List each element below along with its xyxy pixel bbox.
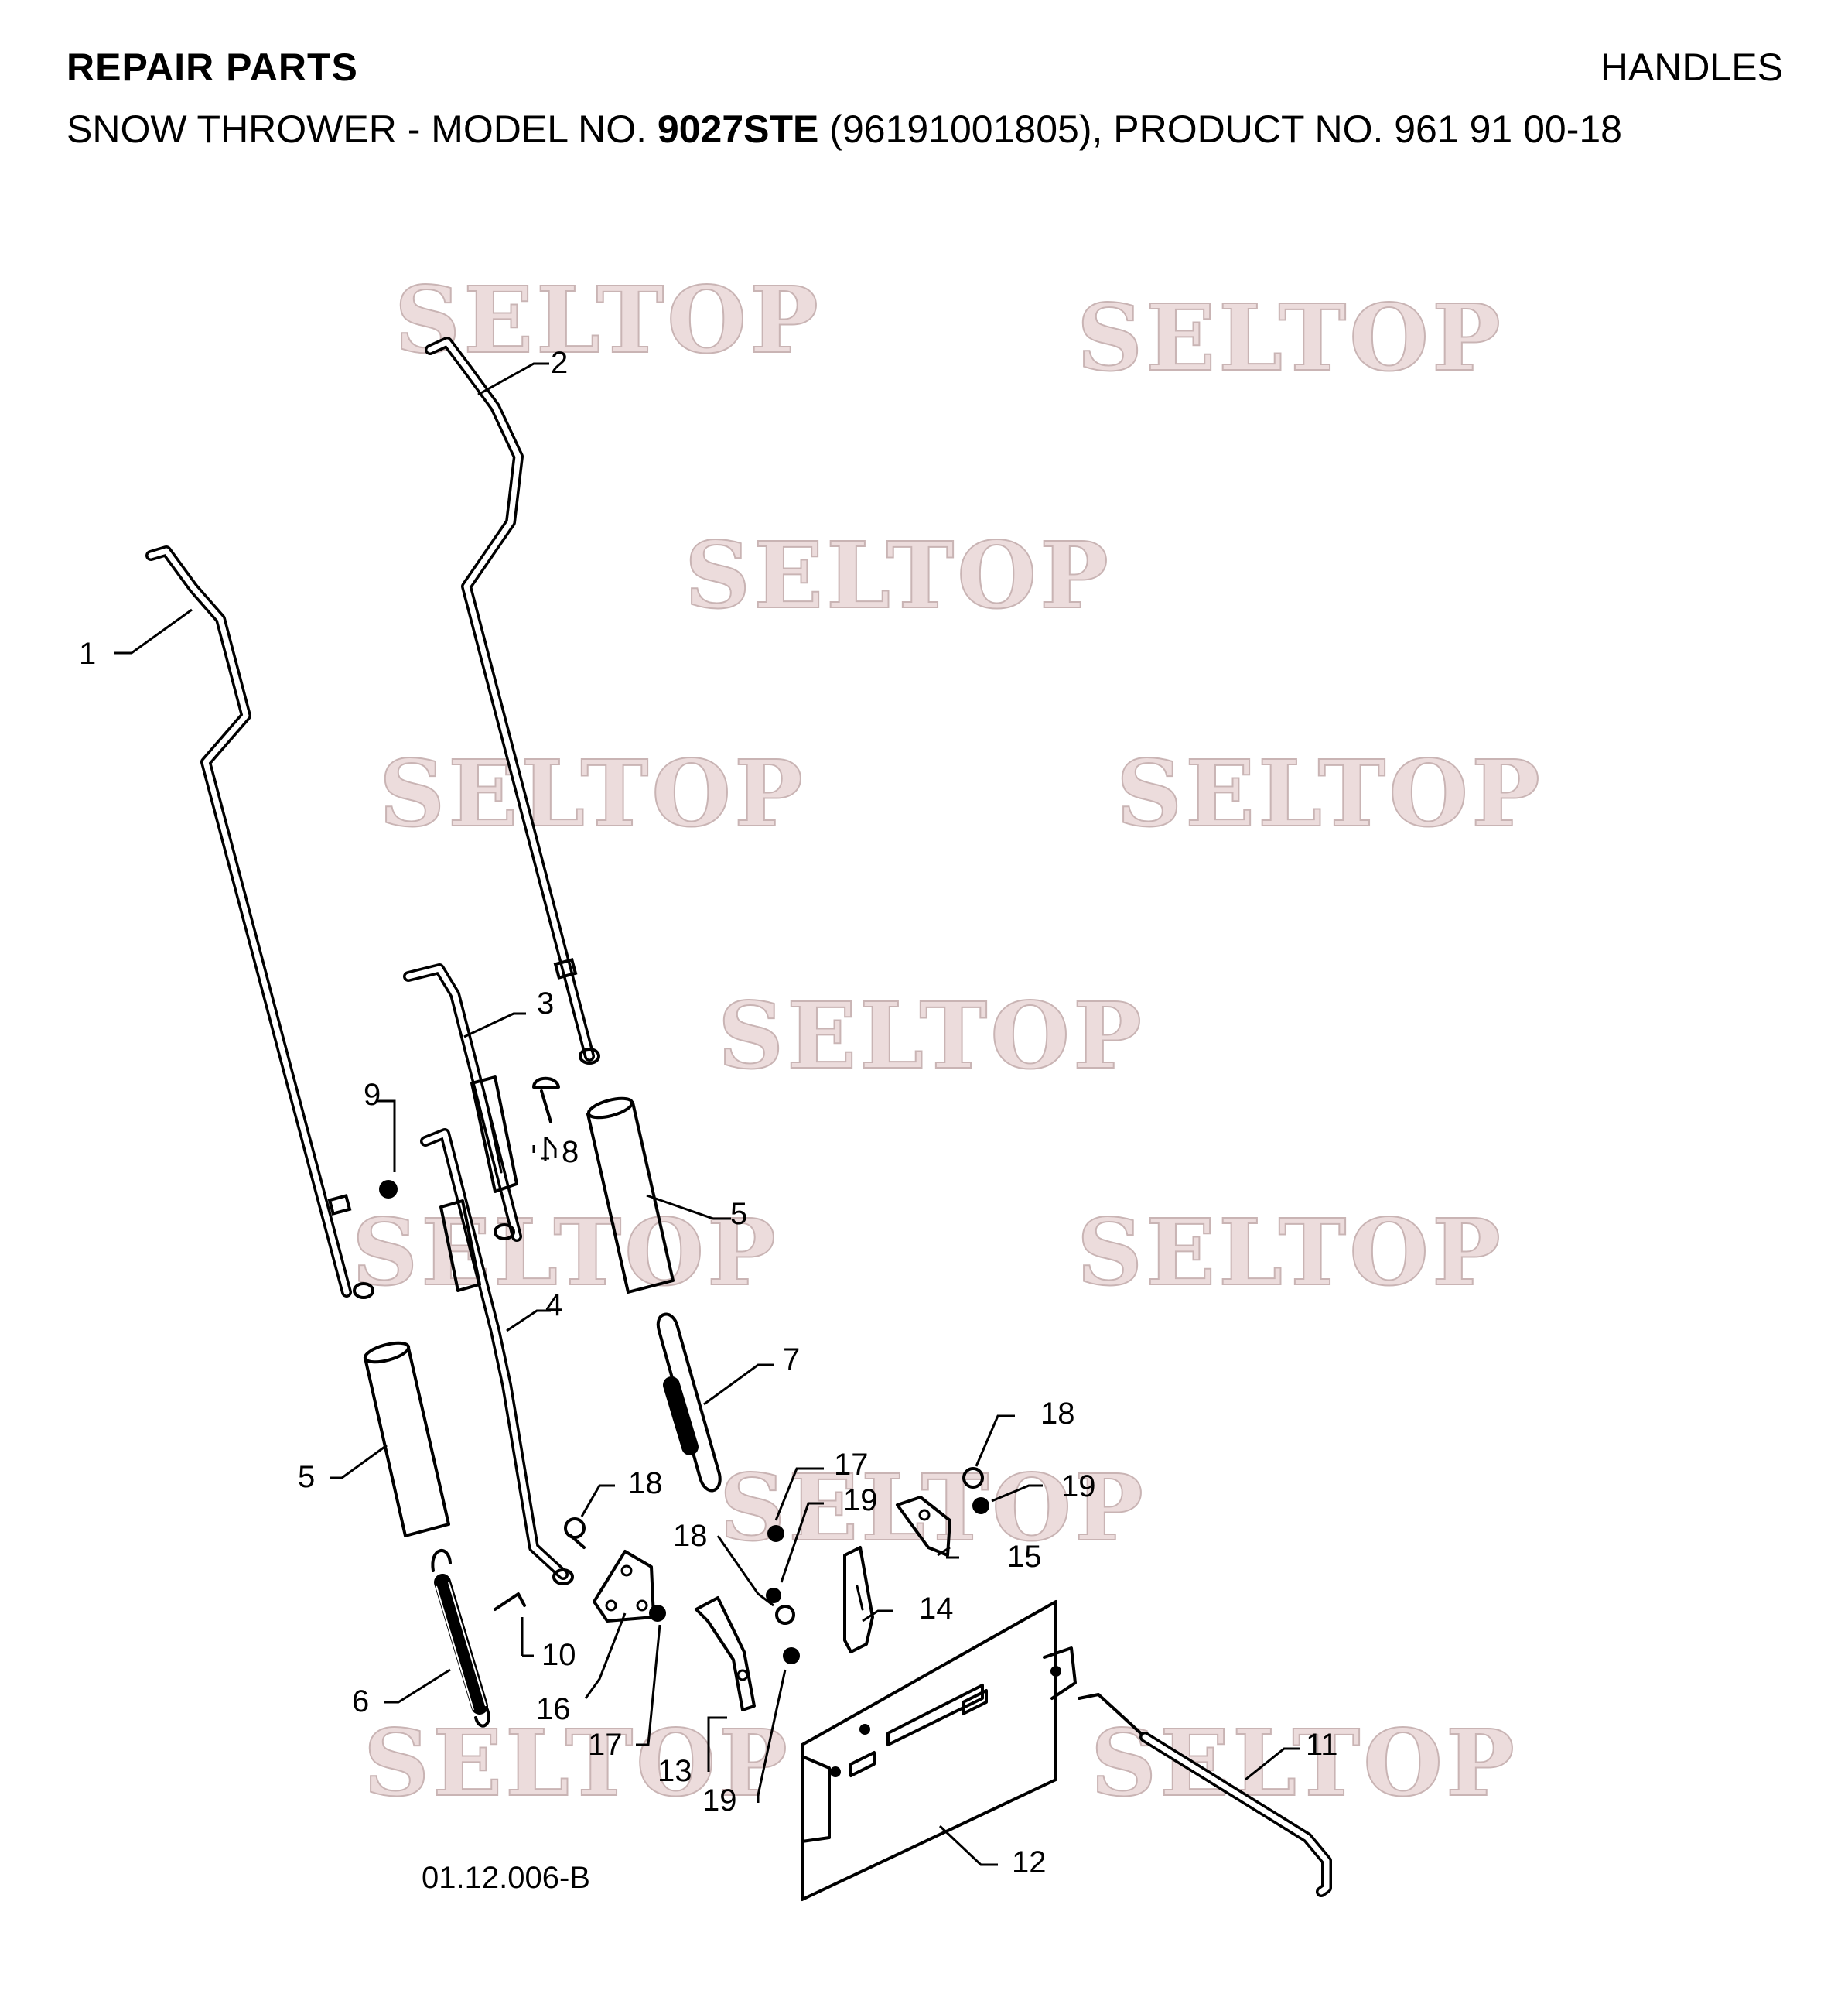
callout-19-upper: 19 xyxy=(843,1483,878,1517)
callout-9: 9 xyxy=(364,1078,381,1112)
watermark: SELTOP xyxy=(719,1454,1146,1561)
model-number: 9027STE xyxy=(657,108,819,151)
part-5-grip-upper xyxy=(586,1096,675,1294)
callout-7: 7 xyxy=(783,1342,800,1376)
watermark: SELTOP xyxy=(364,1709,791,1817)
watermark: SELTOP xyxy=(718,982,1145,1089)
callout-6: 6 xyxy=(352,1684,369,1718)
callout-13: 13 xyxy=(658,1754,692,1788)
callout-16: 16 xyxy=(536,1692,571,1726)
part-1-control-rod xyxy=(145,545,374,1299)
callout-14: 14 xyxy=(919,1592,954,1626)
callout-17-upper: 17 xyxy=(834,1448,869,1482)
leader-lines xyxy=(114,362,1300,1866)
callout-4: 4 xyxy=(545,1288,562,1322)
watermarks: SELTOP SELTOP SELTOP SELTOP SELTOP SELTO… xyxy=(351,265,1543,1817)
callout-18-right: 18 xyxy=(1040,1397,1075,1431)
part-2-control-rod xyxy=(425,337,600,1065)
callout-18-left: 18 xyxy=(628,1466,663,1500)
part-14-bracket xyxy=(843,1546,874,1653)
callout-18-middle: 18 xyxy=(673,1519,708,1553)
watermark: SELTOP xyxy=(1077,284,1504,392)
callout-12: 12 xyxy=(1012,1845,1047,1879)
part-16-plate xyxy=(593,1550,655,1623)
callout-17-lower: 17 xyxy=(588,1728,623,1762)
part-5-grip-lower xyxy=(363,1341,450,1537)
part-15-plate xyxy=(896,1496,951,1557)
callout-5-lower: 5 xyxy=(298,1460,315,1494)
callout-10: 10 xyxy=(541,1638,576,1672)
watermark: SELTOP xyxy=(352,1199,779,1306)
watermark: SELTOP xyxy=(1116,740,1543,847)
watermark: SELTOP xyxy=(685,521,1112,629)
watermark: SELTOP xyxy=(395,266,822,374)
part-13-bracket xyxy=(695,1596,756,1711)
part-6-spring xyxy=(431,1549,490,1728)
hardware xyxy=(379,1076,989,1664)
part-7-spring xyxy=(656,1312,722,1493)
part-11-rod xyxy=(1078,1693,1332,1897)
watermark: SELTOP xyxy=(1077,1199,1504,1306)
model-line: SNOW THROWER - MODEL NO. 9027STE (961910… xyxy=(67,110,1622,149)
callout-2: 2 xyxy=(551,346,568,380)
part-4-lever xyxy=(420,1128,574,1585)
model-prefix: SNOW THROWER - MODEL NO. xyxy=(67,108,647,151)
page-title: REPAIR PARTS xyxy=(67,46,358,89)
callout-15: 15 xyxy=(1007,1540,1042,1574)
model-suffix: (96191001805), PRODUCT NO. 961 91 00-18 xyxy=(829,108,1622,151)
callout-11: 11 xyxy=(1306,1728,1338,1762)
callout-5-upper: 5 xyxy=(730,1197,747,1231)
watermark: SELTOP xyxy=(1091,1709,1518,1817)
callout-8: 8 xyxy=(562,1135,579,1169)
callout-3: 3 xyxy=(537,987,554,1021)
callout-19-lower: 19 xyxy=(702,1783,737,1817)
diagram-reference: 01.12.006-B xyxy=(422,1861,590,1895)
part-12-panel xyxy=(801,1600,1077,1901)
callout-1: 1 xyxy=(79,637,96,671)
part-3-lever xyxy=(403,963,522,1242)
callout-19-right: 19 xyxy=(1061,1469,1096,1503)
watermark: SELTOP xyxy=(379,740,806,847)
section-title: HANDLES xyxy=(1600,46,1783,89)
callouts: 1 2 3 4 5 5 6 7 8 9 10 11 12 13 14 15 16… xyxy=(79,346,1338,1879)
